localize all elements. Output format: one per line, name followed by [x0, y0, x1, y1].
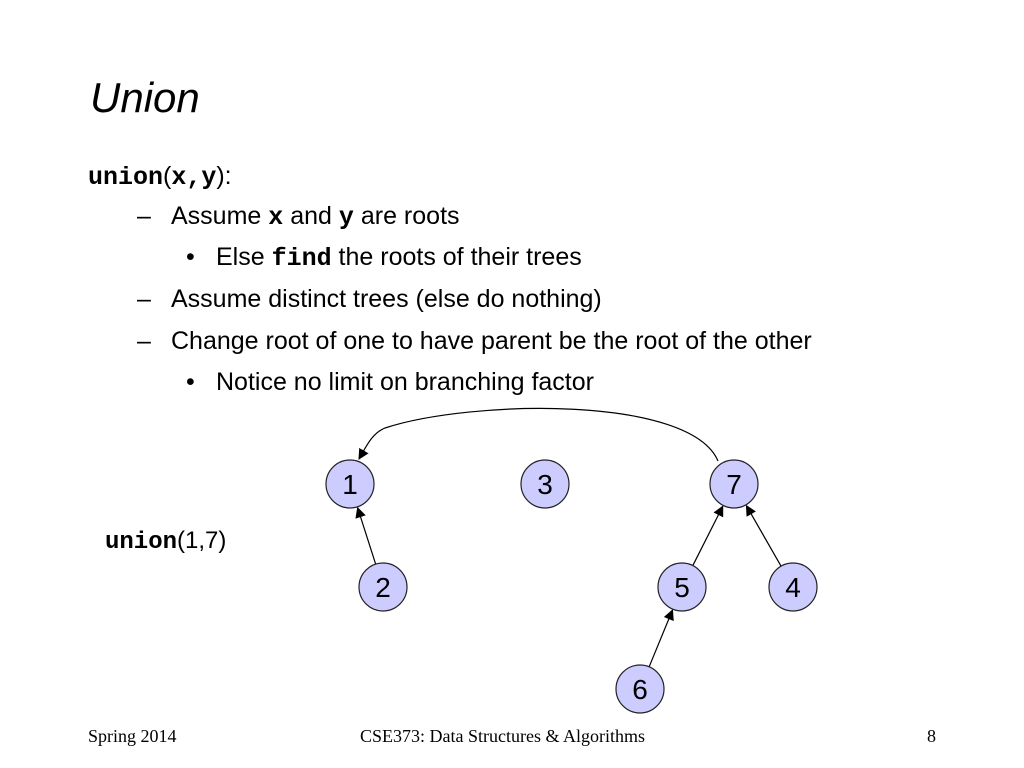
node-label: 2: [375, 572, 391, 603]
nodes-layer: 1 3 7 2 5 4 6: [325, 459, 818, 714]
node-label: 3: [537, 469, 553, 500]
tree-node-1: 1: [325, 459, 375, 509]
tree-node-7: 7: [709, 459, 759, 509]
slide-title: Union: [90, 74, 200, 121]
node-circle: [520, 459, 570, 509]
call-function-name: union: [105, 529, 178, 556]
bullet-change-root: –Change root of one to have parent be th…: [137, 327, 812, 356]
node-label: 5: [674, 572, 690, 603]
bullet-assume-roots: –Assume x and y are roots: [137, 202, 460, 232]
signature-function-name: union: [88, 163, 164, 192]
bullet-marker: •: [186, 368, 195, 396]
text-are-roots: are roots: [353, 202, 460, 230]
text-distinct-trees: Assume distinct trees (else do nothing): [171, 285, 602, 313]
footer-term: Spring 2014: [88, 726, 177, 746]
union-call-example: union(1,7): [105, 527, 226, 556]
text-branching-factor: Notice no limit on branching factor: [216, 368, 594, 396]
edge-6-to-5: [648, 609, 674, 668]
footer-page-number: 8: [927, 726, 936, 746]
node-label: 4: [785, 572, 801, 603]
edge-7-to-1: [358, 407, 719, 462]
tree-node-5: 5: [657, 562, 707, 612]
node-label: 6: [632, 674, 648, 705]
text-change-root: Change root of one to have parent be the…: [171, 327, 812, 355]
dash-marker: –: [137, 285, 151, 313]
bullet-distinct-trees: –Assume distinct trees (else do nothing): [137, 285, 602, 314]
edge-5-to-7: [692, 505, 724, 566]
bullet-marker: •: [186, 243, 195, 271]
tree-node-4: 4: [768, 562, 818, 612]
edges-layer: [355, 407, 782, 668]
code-y: y: [338, 203, 354, 232]
signature-args: x,y: [171, 163, 217, 192]
footer-course: CSE373: Data Structures & Algorithms: [360, 726, 645, 746]
signature-open-paren: (: [163, 162, 172, 190]
edge-4-to-7: [745, 504, 782, 567]
text-assume: Assume: [171, 202, 269, 230]
node-circle: [358, 562, 408, 612]
tree-node-6: 6: [615, 664, 665, 714]
node-circle: [615, 664, 665, 714]
subbullet-branching-factor: • Notice no limit on branching factor: [186, 368, 594, 397]
node-label: 7: [726, 469, 742, 500]
code-x: x: [268, 203, 284, 232]
node-circle: [657, 562, 707, 612]
node-circle: [325, 459, 375, 509]
text-and: and: [283, 202, 339, 230]
node-circle: [709, 459, 759, 509]
dash-marker: –: [137, 327, 151, 355]
signature-close: ):: [216, 162, 232, 190]
dash-marker: –: [137, 202, 151, 230]
tree-node-3: 3: [520, 459, 570, 509]
text-else: Else: [216, 243, 272, 271]
code-find: find: [271, 244, 332, 273]
edge-2-to-1: [355, 506, 377, 565]
tree-node-2: 2: [358, 562, 408, 612]
subbullet-else-find: • Else find the roots of their trees: [186, 243, 582, 273]
text-roots-of-trees: the roots of their trees: [331, 243, 582, 271]
union-signature: union(x,y):: [88, 162, 232, 192]
node-label: 1: [342, 469, 358, 500]
call-args: (1,7): [177, 527, 227, 554]
node-circle: [768, 562, 818, 612]
